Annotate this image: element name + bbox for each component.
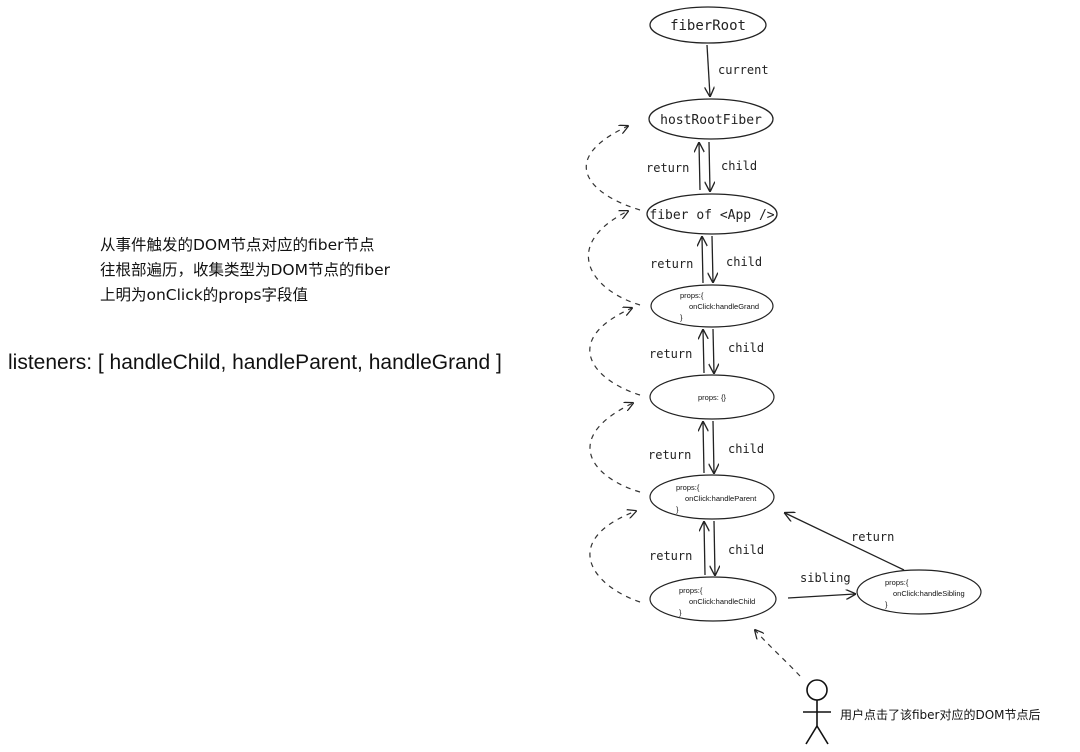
node-grand: props:{ onClick:handleGrand } <box>650 284 774 328</box>
node-sibling-line-1: props:{ <box>885 578 909 587</box>
node-grand-line-2: onClick:handleGrand <box>689 302 759 311</box>
node-host-root-fiber: hostRootFiber <box>648 98 774 140</box>
node-child-line-2: onClick:handleChild <box>689 597 755 606</box>
node-parent-line-3: } <box>676 505 679 514</box>
edge-return-label: return <box>851 530 894 544</box>
edge-pair-host-app: return child <box>646 142 757 191</box>
node-sibling: props:{ onClick:handleSibling } <box>856 569 982 615</box>
node-grand-line-3: } <box>680 313 683 322</box>
edge-return-label: return <box>648 448 691 462</box>
edge-pair-app-grand: return child <box>650 236 762 283</box>
edge-return-label: return <box>649 347 692 361</box>
node-parent-line-2: onClick:handleParent <box>685 494 757 503</box>
node-empty-props: props: {} <box>649 374 775 420</box>
edge-pair-parent-child: return child <box>649 521 764 575</box>
node-app-fiber: fiber of <App /> <box>646 193 778 235</box>
node-sibling-line-3: } <box>885 600 888 609</box>
node-parent: props:{ onClick:handleParent } <box>649 474 775 520</box>
node-sibling-line-2: onClick:handleSibling <box>893 589 965 598</box>
user-stick-figure <box>803 679 831 745</box>
traversal-note-line-1: 从事件触发的DOM节点对应的fiber节点 <box>100 236 375 254</box>
node-child: props:{ onClick:handleChild } <box>649 576 777 622</box>
edge-return-label: return <box>646 161 689 175</box>
edge-child-label: child <box>721 159 757 173</box>
edge-sibling-return: return <box>785 513 905 571</box>
user-click-note: 用户点击了该fiber对应的DOM节点后 <box>840 708 1041 722</box>
node-empty-props-label: props: {} <box>698 393 726 402</box>
edge-child-label: child <box>728 341 764 355</box>
edge-return-label: return <box>649 549 692 563</box>
edge-current-label: current <box>718 63 769 77</box>
node-fiber-root: fiberRoot <box>649 6 767 44</box>
edge-sibling-label: sibling <box>800 571 851 585</box>
edge-sibling: sibling <box>787 571 855 598</box>
node-app-fiber-label: fiber of <App /> <box>649 208 774 223</box>
node-fiber-root-label: fiberRoot <box>670 18 746 34</box>
traversal-note-line-3: 上明为onClick的props字段值 <box>100 286 309 304</box>
node-parent-line-1: props:{ <box>676 483 700 492</box>
edge-current: current <box>707 44 769 96</box>
edge-pair-empty-parent: return child <box>648 421 764 473</box>
traversal-path <box>585 126 801 677</box>
node-child-line-3: } <box>679 608 682 617</box>
node-child-line-1: props:{ <box>679 586 703 595</box>
traversal-note: 从事件触发的DOM节点对应的fiber节点 往根部遍历，收集类型为DOM节点的f… <box>100 233 520 308</box>
traversal-note-line-2: 往根部遍历，收集类型为DOM节点的fiber <box>100 261 391 279</box>
edge-child-label: child <box>728 442 764 456</box>
node-host-root-fiber-label: hostRootFiber <box>660 113 762 128</box>
edge-child-label: child <box>728 543 764 557</box>
listeners-text: listeners: [ handleChild, handleParent, … <box>8 351 502 374</box>
edge-child-label: child <box>726 255 762 269</box>
edge-return-label: return <box>650 257 693 271</box>
edge-pair-grand-empty: return child <box>649 329 764 373</box>
node-grand-line-1: props:{ <box>680 291 704 300</box>
